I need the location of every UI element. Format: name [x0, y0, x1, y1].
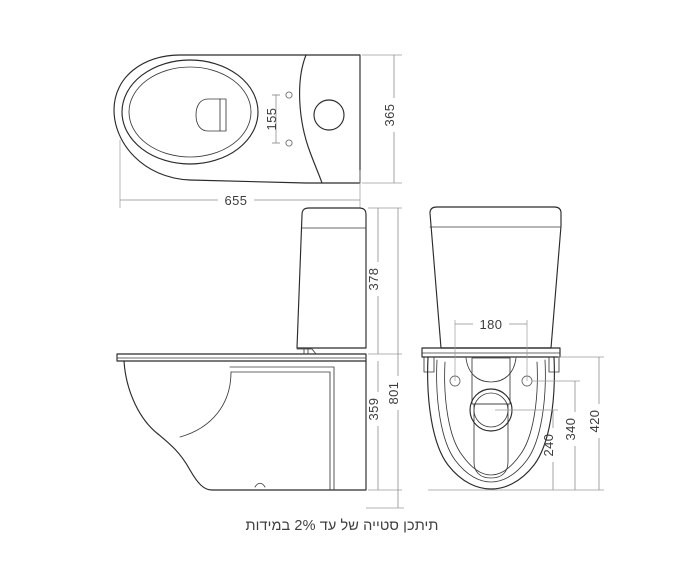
dimension-378-label: 378: [366, 268, 381, 291]
dimension-378: 378: [366, 207, 402, 355]
side-view: 378 359 801: [116, 207, 404, 509]
dimension-340-label: 340: [563, 418, 578, 441]
dimension-340: 340: [532, 380, 580, 490]
dimension-655-label: 655: [225, 193, 248, 208]
side-view-seat-lid: [116, 353, 367, 362]
side-view-bowl-outline: [123, 360, 367, 491]
front-view-seat-outline: [436, 359, 546, 483]
dimension-359-label: 359: [366, 398, 381, 421]
dimension-359: 359: [366, 361, 402, 491]
front-view: 180 240 340 420: [421, 206, 604, 491]
dimension-180: 180: [454, 317, 528, 381]
dimension-801: 801: [366, 208, 404, 509]
front-view-rim-scallop: [465, 357, 517, 383]
side-view-bowl-rim-line: [229, 366, 335, 491]
side-view-bowl-base-notch: [254, 482, 266, 488]
top-view: 155 365 655: [113, 54, 402, 208]
dimension-155: 155: [264, 94, 280, 144]
dimension-655: 655: [119, 140, 361, 208]
dimension-420: 420: [558, 356, 604, 490]
top-view-rim-outlet: [195, 98, 227, 132]
front-view-hinge-left: [423, 356, 435, 373]
front-view-trapway-lower: [473, 403, 509, 479]
top-view-flush-button: [313, 99, 345, 131]
front-view-bowl-outline: [427, 356, 555, 490]
top-view-cistern-join-curve: [299, 54, 323, 184]
side-view-cistern-body: [296, 207, 367, 349]
front-view-hinge-right: [548, 356, 560, 373]
dimension-240: 240: [495, 409, 558, 490]
dimension-240-label: 240: [541, 434, 556, 457]
top-view-bowl-outline: [113, 54, 361, 184]
side-view-seat-hinge: [296, 348, 317, 355]
dimension-365: 365: [362, 54, 402, 184]
dimension-801-label: 801: [386, 382, 401, 405]
front-view-trapway-column: [471, 357, 511, 405]
front-view-cistern-body: [429, 206, 562, 349]
front-view-seat-lid: [421, 347, 561, 358]
top-view-bolt-hole-front: [285, 139, 293, 147]
dimension-420-label: 420: [587, 410, 602, 433]
drawing-caption: תיתכן סטייה של עד 2% במידות: [245, 518, 439, 534]
dimension-180-label: 180: [480, 317, 503, 332]
top-view-bolt-hole-rear: [285, 91, 293, 99]
dimension-155-label: 155: [264, 108, 279, 131]
top-view-seat-outer: [121, 59, 259, 165]
top-view-seat-inner: [128, 66, 252, 158]
side-view-bowl-inner-curve: [179, 371, 232, 438]
side-view-bowl-inner-shelf: [230, 371, 331, 491]
front-view-seat-inner-ring: [444, 361, 538, 476]
dimension-365-label: 365: [382, 104, 397, 127]
